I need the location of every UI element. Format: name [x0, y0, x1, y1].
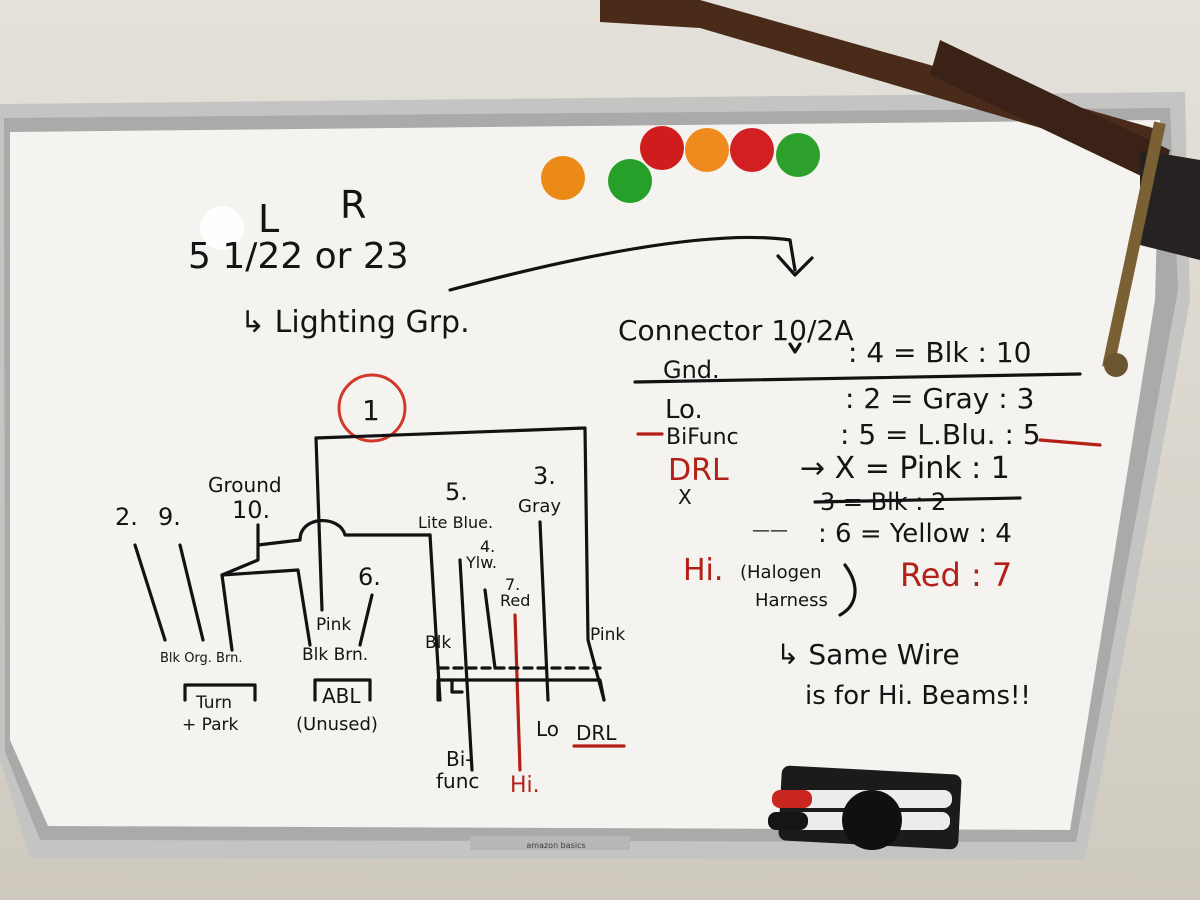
pink-label-1: Pink — [316, 615, 351, 635]
same-wire-note: ↳ Same Wire — [776, 638, 960, 671]
row-x-label: X — [678, 485, 692, 509]
red-magnet-2[interactable] — [730, 128, 774, 172]
lite-blue-label: Lite Blue. — [418, 513, 493, 532]
row-bifunc-value: : 5 = L.Blu. : 5 — [840, 418, 1041, 451]
unused-label: (Unused) — [296, 714, 378, 735]
row-drl-value: → X = Pink : 1 — [800, 451, 1010, 486]
lighting-group-arrowhead — [776, 254, 814, 277]
abl-label: ABL — [322, 684, 361, 708]
bifunc-bi-label: Bi- — [446, 747, 473, 771]
eraser-with-markers[interactable] — [768, 765, 962, 850]
lo-wire-label: Lo — [536, 717, 559, 741]
lighting-group-arrow — [448, 235, 797, 292]
park-label: + Park — [182, 715, 239, 735]
bifunc-func-label: func — [436, 769, 479, 793]
magnets — [541, 126, 820, 203]
pin-9: 9. — [158, 503, 181, 531]
row-lo-value: : 2 = Gray : 3 — [845, 382, 1034, 415]
harness-label: Harness — [755, 590, 828, 611]
pin-2: 2. — [115, 503, 138, 531]
top-bus-wire — [314, 426, 606, 702]
pink-label-2: Pink — [590, 625, 625, 645]
hi-wire-label: Hi. — [510, 773, 540, 798]
row-gnd-label: Gnd. — [663, 356, 720, 384]
row-yellow-label: —— — [752, 520, 788, 541]
header-code: 5 1/22 or 23 — [188, 236, 409, 277]
row-lo-label: Lo. — [665, 395, 703, 425]
row-drl-label: DRL — [668, 453, 729, 488]
wire-10 — [220, 568, 312, 647]
red-label: Red — [500, 591, 530, 610]
bifunc-red-line — [1038, 438, 1102, 447]
hi-label: Hi. — [683, 553, 723, 588]
strikethrough-line — [813, 496, 1022, 504]
turn-park-box — [183, 683, 257, 702]
pink-wire — [314, 436, 324, 612]
wire-5 — [428, 533, 442, 702]
blk-org-brn-label: Blk Org. Brn. — [160, 651, 242, 666]
pin-10: 10. — [232, 496, 270, 524]
pin-7: 7. — [505, 575, 520, 594]
hanging-tool — [600, 0, 1200, 377]
connector-title: Connector 10/2A — [618, 314, 853, 347]
wire-4 — [458, 558, 474, 772]
brand-label: amazon basics — [526, 841, 585, 850]
pin-6: 6. — [358, 563, 381, 591]
wire-2 — [133, 543, 167, 642]
pin-4: 4. — [480, 537, 495, 556]
header-lighting-group: ↳ Lighting Grp. — [240, 305, 470, 340]
glare-spot — [200, 206, 244, 250]
turn-label: Turn — [195, 693, 232, 713]
blk-brn-label: Blk Brn. — [302, 645, 368, 665]
header-L: L — [258, 197, 279, 241]
ground-label: Ground — [208, 473, 282, 497]
pin-3: 3. — [533, 462, 556, 490]
wiring-diagram: 1 Ground 2. 9. 10. 5. 3. 6. 4. 7. Lite B… — [115, 373, 626, 798]
brand-strip — [470, 836, 630, 850]
wire-yellow — [483, 588, 497, 670]
ground-bus — [220, 519, 432, 652]
orange-magnet-2[interactable] — [685, 128, 729, 172]
row-bifunc-label: BiFunc — [666, 425, 739, 450]
row-gnd-value: : 4 = Blk : 10 — [848, 336, 1031, 369]
green-magnet-2[interactable] — [776, 133, 820, 177]
abl-box — [313, 678, 372, 702]
wire-7-red — [513, 613, 522, 772]
orange-magnet[interactable] — [541, 156, 585, 200]
wire-9 — [178, 543, 205, 642]
drl-wire-label: DRL — [576, 721, 617, 745]
row-yellow-value: : 6 = Yellow : 4 — [818, 519, 1012, 549]
pin1-number: 1 — [362, 394, 380, 427]
connector-bracket — [436, 678, 606, 702]
pin1-circle — [337, 373, 407, 443]
wire-6 — [358, 593, 374, 647]
red-magnet[interactable] — [640, 126, 684, 170]
halogen-label: (Halogen — [740, 562, 822, 583]
connector-table: Gnd. : 4 = Blk : 10 Lo. : 2 = Gray : 3 B… — [636, 336, 1102, 549]
hi-beams-note: is for Hi. Beams!! — [805, 681, 1031, 711]
connector-title-arrow — [788, 342, 802, 354]
eraser-knob — [842, 790, 902, 850]
pin-5: 5. — [445, 478, 468, 506]
bifunc-arrow — [450, 678, 464, 694]
blk-label-3: Blk — [425, 633, 451, 653]
table-underline — [633, 372, 1082, 384]
halogen-bracket — [838, 563, 857, 617]
wire-3 — [538, 520, 550, 702]
green-magnet[interactable] — [608, 159, 652, 203]
ylw-label: Ylw. — [465, 553, 497, 572]
red7-label: Red : 7 — [900, 556, 1012, 594]
header-R: R — [340, 183, 366, 227]
gray-label: Gray — [518, 496, 561, 517]
